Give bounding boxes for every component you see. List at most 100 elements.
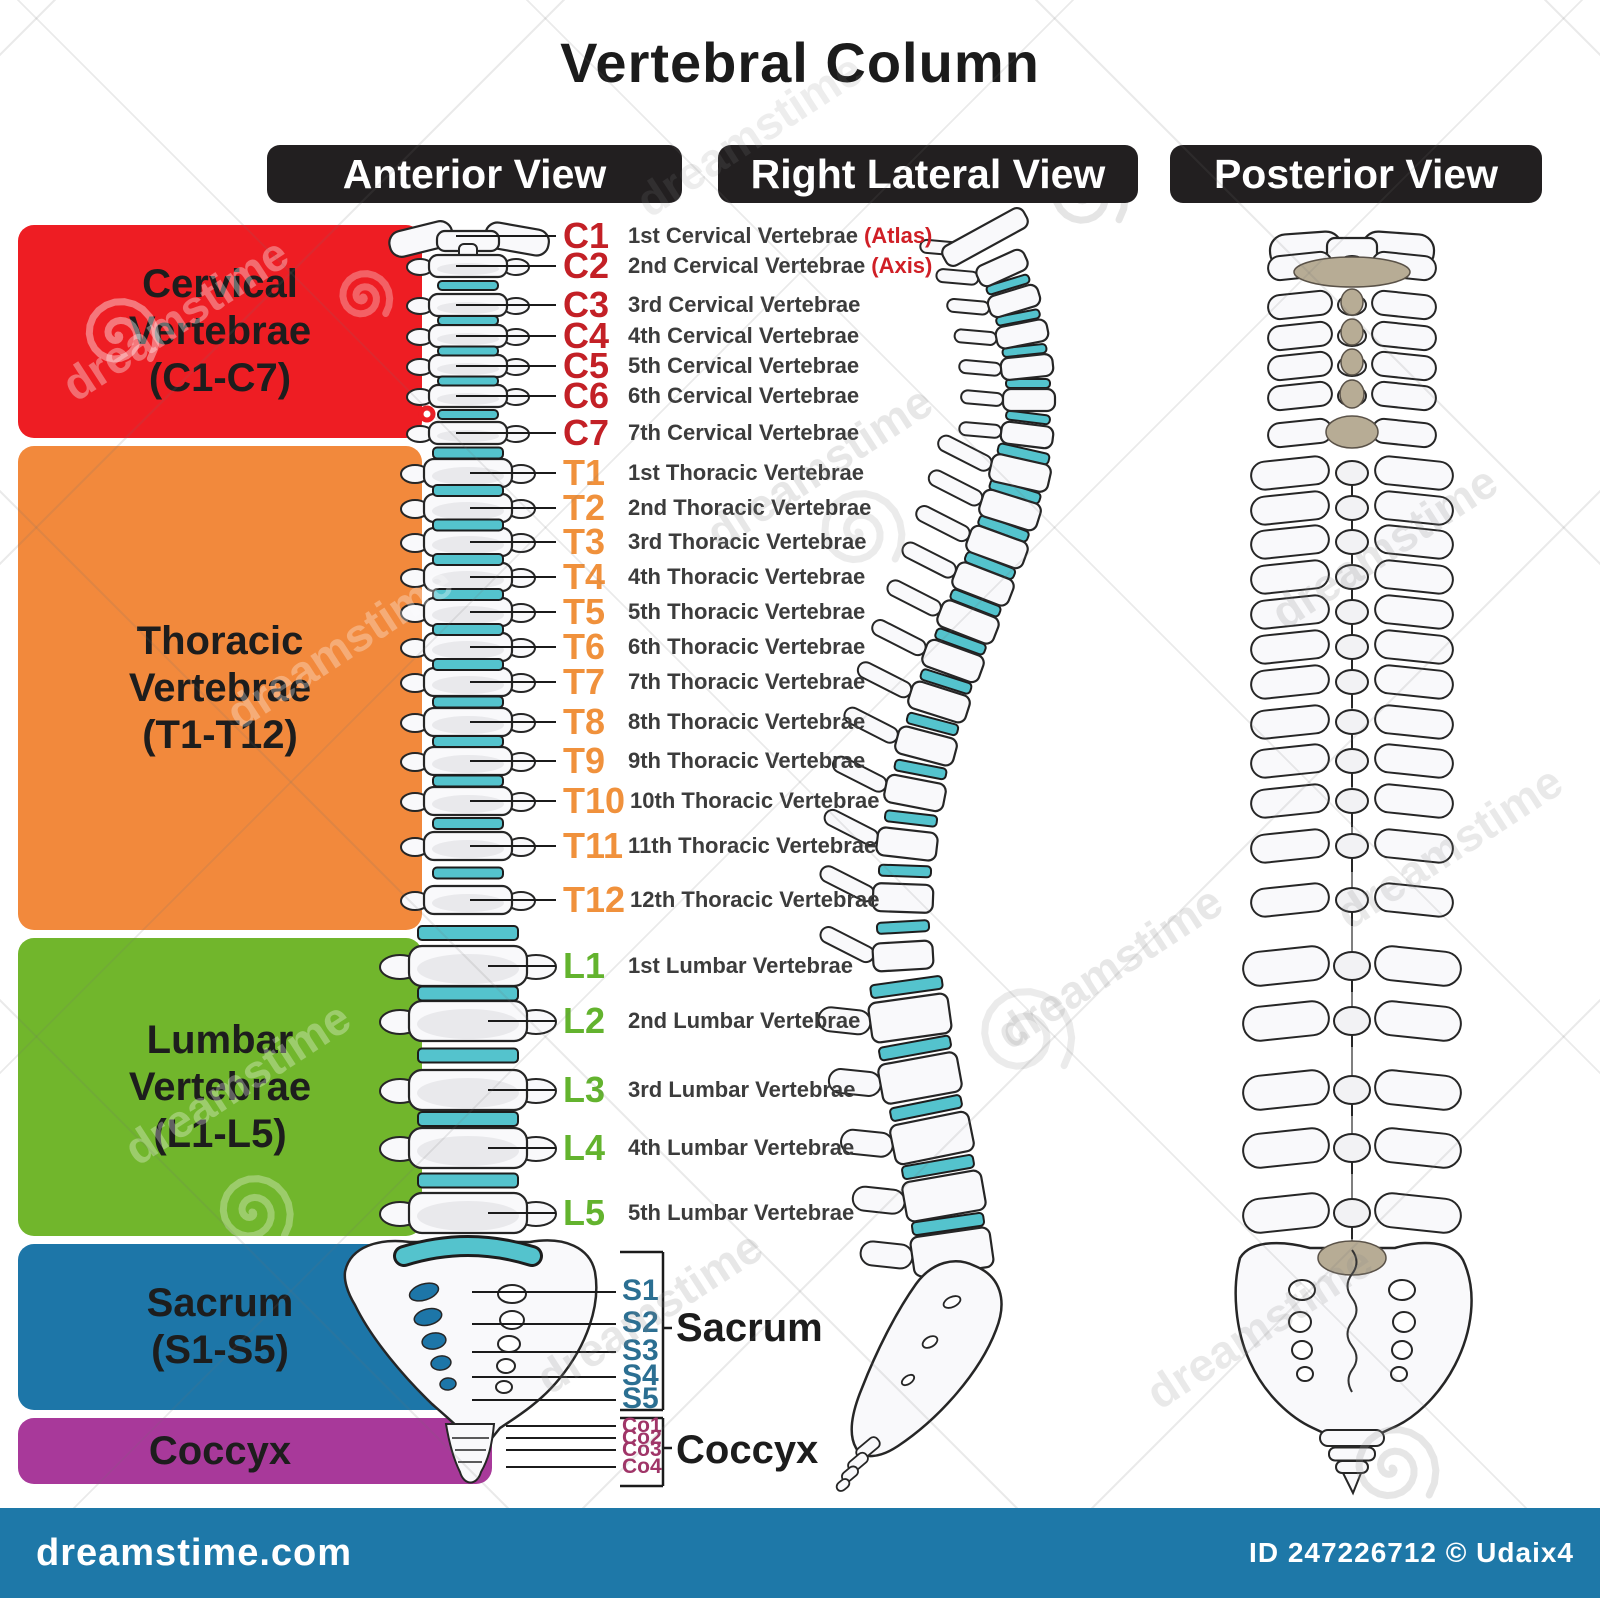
vertebra-code: T1 [563,452,606,493]
vertebra-code: C3 [563,284,610,325]
vertebra-row-C3: C3 3rd Cervical Vertebrae [563,282,860,328]
image-id: ID 247226712 [1249,1537,1446,1568]
vertebra-row-C7: C7 7th Cervical Vertebrae [563,410,859,456]
vertebra-description: 4th Thoracic Vertebrae [628,564,866,589]
region-box-coccyx: Coccyx [18,1418,492,1484]
vertebra-description-suffix: (Atlas) [863,223,933,248]
vertebra-description: 4th Lumbar Vertebrae [628,1135,855,1160]
region-label-line: Thoracic [136,618,304,663]
vertebra-description: 2nd Lumbar Vertebrae [628,1008,861,1033]
region-label-line: (T1-T12) [142,712,298,757]
region-label-line: (L1-L5) [153,1111,287,1156]
view-header-lateral: Right Lateral View [718,145,1138,203]
vertebra-code: L2 [563,1000,606,1041]
vertebra-code: T9 [563,740,606,781]
vertebra-code: T11 [563,825,624,866]
vertebra-code: T7 [563,661,606,702]
vertebra-row-T3: T3 3rd Thoracic Vertebrae [563,519,866,565]
vertebra-code: C5 [563,345,610,386]
coccygeal-code-Co2: Co2 [622,1426,662,1449]
region-label-line: (C1-C7) [148,356,292,400]
region-label-line: Vertebrae [128,309,312,353]
vertebra-description: 1st Thoracic Vertebrae [628,460,865,485]
vertebra-description: 2nd Cervical Vertebrae [628,253,866,278]
region-label-line: Coccyx [148,1428,292,1473]
posterior-spine-drawing [1234,230,1473,1496]
image-author: © Udaix4 [1445,1537,1574,1568]
coccyx-bracket [620,1416,672,1488]
coccyx-group-label: Coccyx [676,1428,819,1472]
sacral-code-S3: S3 [622,1334,659,1367]
region-label-line: Sacrum [146,1281,294,1325]
vertebra-row-T1: T1 1st Thoracic Vertebrae [563,450,864,496]
view-header-posterior: Posterior View [1170,145,1542,203]
vertebra-description: 7th Cervical Vertebrae [628,420,860,445]
vertebra-description: 10th Thoracic Vertebrae [630,788,880,813]
vertebra-row-T9: T9 9th Thoracic Vertebrae [563,738,865,784]
coccygeal-code-Co3: Co3 [622,1438,662,1461]
vertebra-row-T7: T7 7th Thoracic Vertebrae [563,659,865,705]
vertebra-row-L2: L2 2nd Lumbar Vertebrae [563,998,860,1044]
vertebra-description: 1st Cervical Vertebrae [628,223,858,248]
image-id-credit: ID 247226712 © Udaix4 [1249,1537,1574,1569]
vertebra-code: T4 [563,556,606,597]
sacral-code-S4: S4 [622,1359,659,1392]
vertebra-code: C4 [563,315,610,356]
vertebra-code: T6 [563,626,606,667]
view-header-anterior: Anterior View [267,145,682,203]
vertebra-description: 6th Thoracic Vertebrae [628,634,866,659]
vertebra-code: C7 [563,412,610,453]
vertebra-description: 11th Thoracic Vertebrae [628,833,877,858]
vertebra-code: T3 [563,521,606,562]
vertebra-description: 7th Thoracic Vertebrae [628,669,866,694]
vertebra-row-T4: T4 4th Thoracic Vertebrae [563,554,865,600]
vertebra-code: T2 [563,487,606,528]
vertebra-description-suffix: (Axis) [871,253,933,278]
vertebra-code: T12 [563,879,626,920]
sacrum-bracket [620,1250,672,1412]
vertebra-description: 9th Thoracic Vertebrae [628,748,866,773]
vertebra-description: 12th Thoracic Vertebrae [630,887,880,912]
region-label-line: Vertebrae [128,665,312,710]
vertebra-code: T10 [563,780,626,821]
vertebra-description: 8th Thoracic Vertebrae [628,709,866,734]
vertebra-row-T8: T8 8th Thoracic Vertebrae [563,699,865,745]
vertebra-description: 3rd Cervical Vertebrae [628,292,861,317]
region-label-line: Lumbar [146,1017,294,1062]
vertebra-code: L4 [563,1127,606,1168]
sacral-code-S1: S1 [622,1274,659,1307]
vertebra-description: 1st Lumbar Vertebrae [628,953,853,978]
dreamstime-logo: dreamstime.com [36,1531,353,1574]
vertebra-description: 2nd Thoracic Vertebrae [628,495,872,520]
vertebra-description: 3rd Lumbar Vertebrae [628,1077,856,1102]
vertebra-row-T6: T6 6th Thoracic Vertebrae [563,624,865,670]
vertebra-code: T8 [563,701,606,742]
vertebra-description: 5th Thoracic Vertebrae [628,599,866,624]
vertebra-row-L4: L4 4th Lumbar Vertebrae [563,1125,854,1171]
leader-lines [456,235,616,1468]
region-label-line: (S1-S5) [151,1328,289,1372]
vertebra-description: 3rd Thoracic Vertebrae [628,529,867,554]
page-title: Vertebral Column [560,31,1040,94]
coccygeal-code-Co4: Co4 [622,1455,662,1478]
vertebra-row-C2: C2 2nd Cervical Vertebrae(Axis) [563,243,932,289]
vertebra-code: L5 [563,1192,606,1233]
vertebra-code: L1 [563,945,606,986]
vertebra-code: C2 [563,245,610,286]
footer-bar: dreamstime.com ID 247226712 © Udaix4 [0,1508,1600,1598]
region-label-line: Cervical [142,262,298,306]
vertebra-code: L3 [563,1069,606,1110]
